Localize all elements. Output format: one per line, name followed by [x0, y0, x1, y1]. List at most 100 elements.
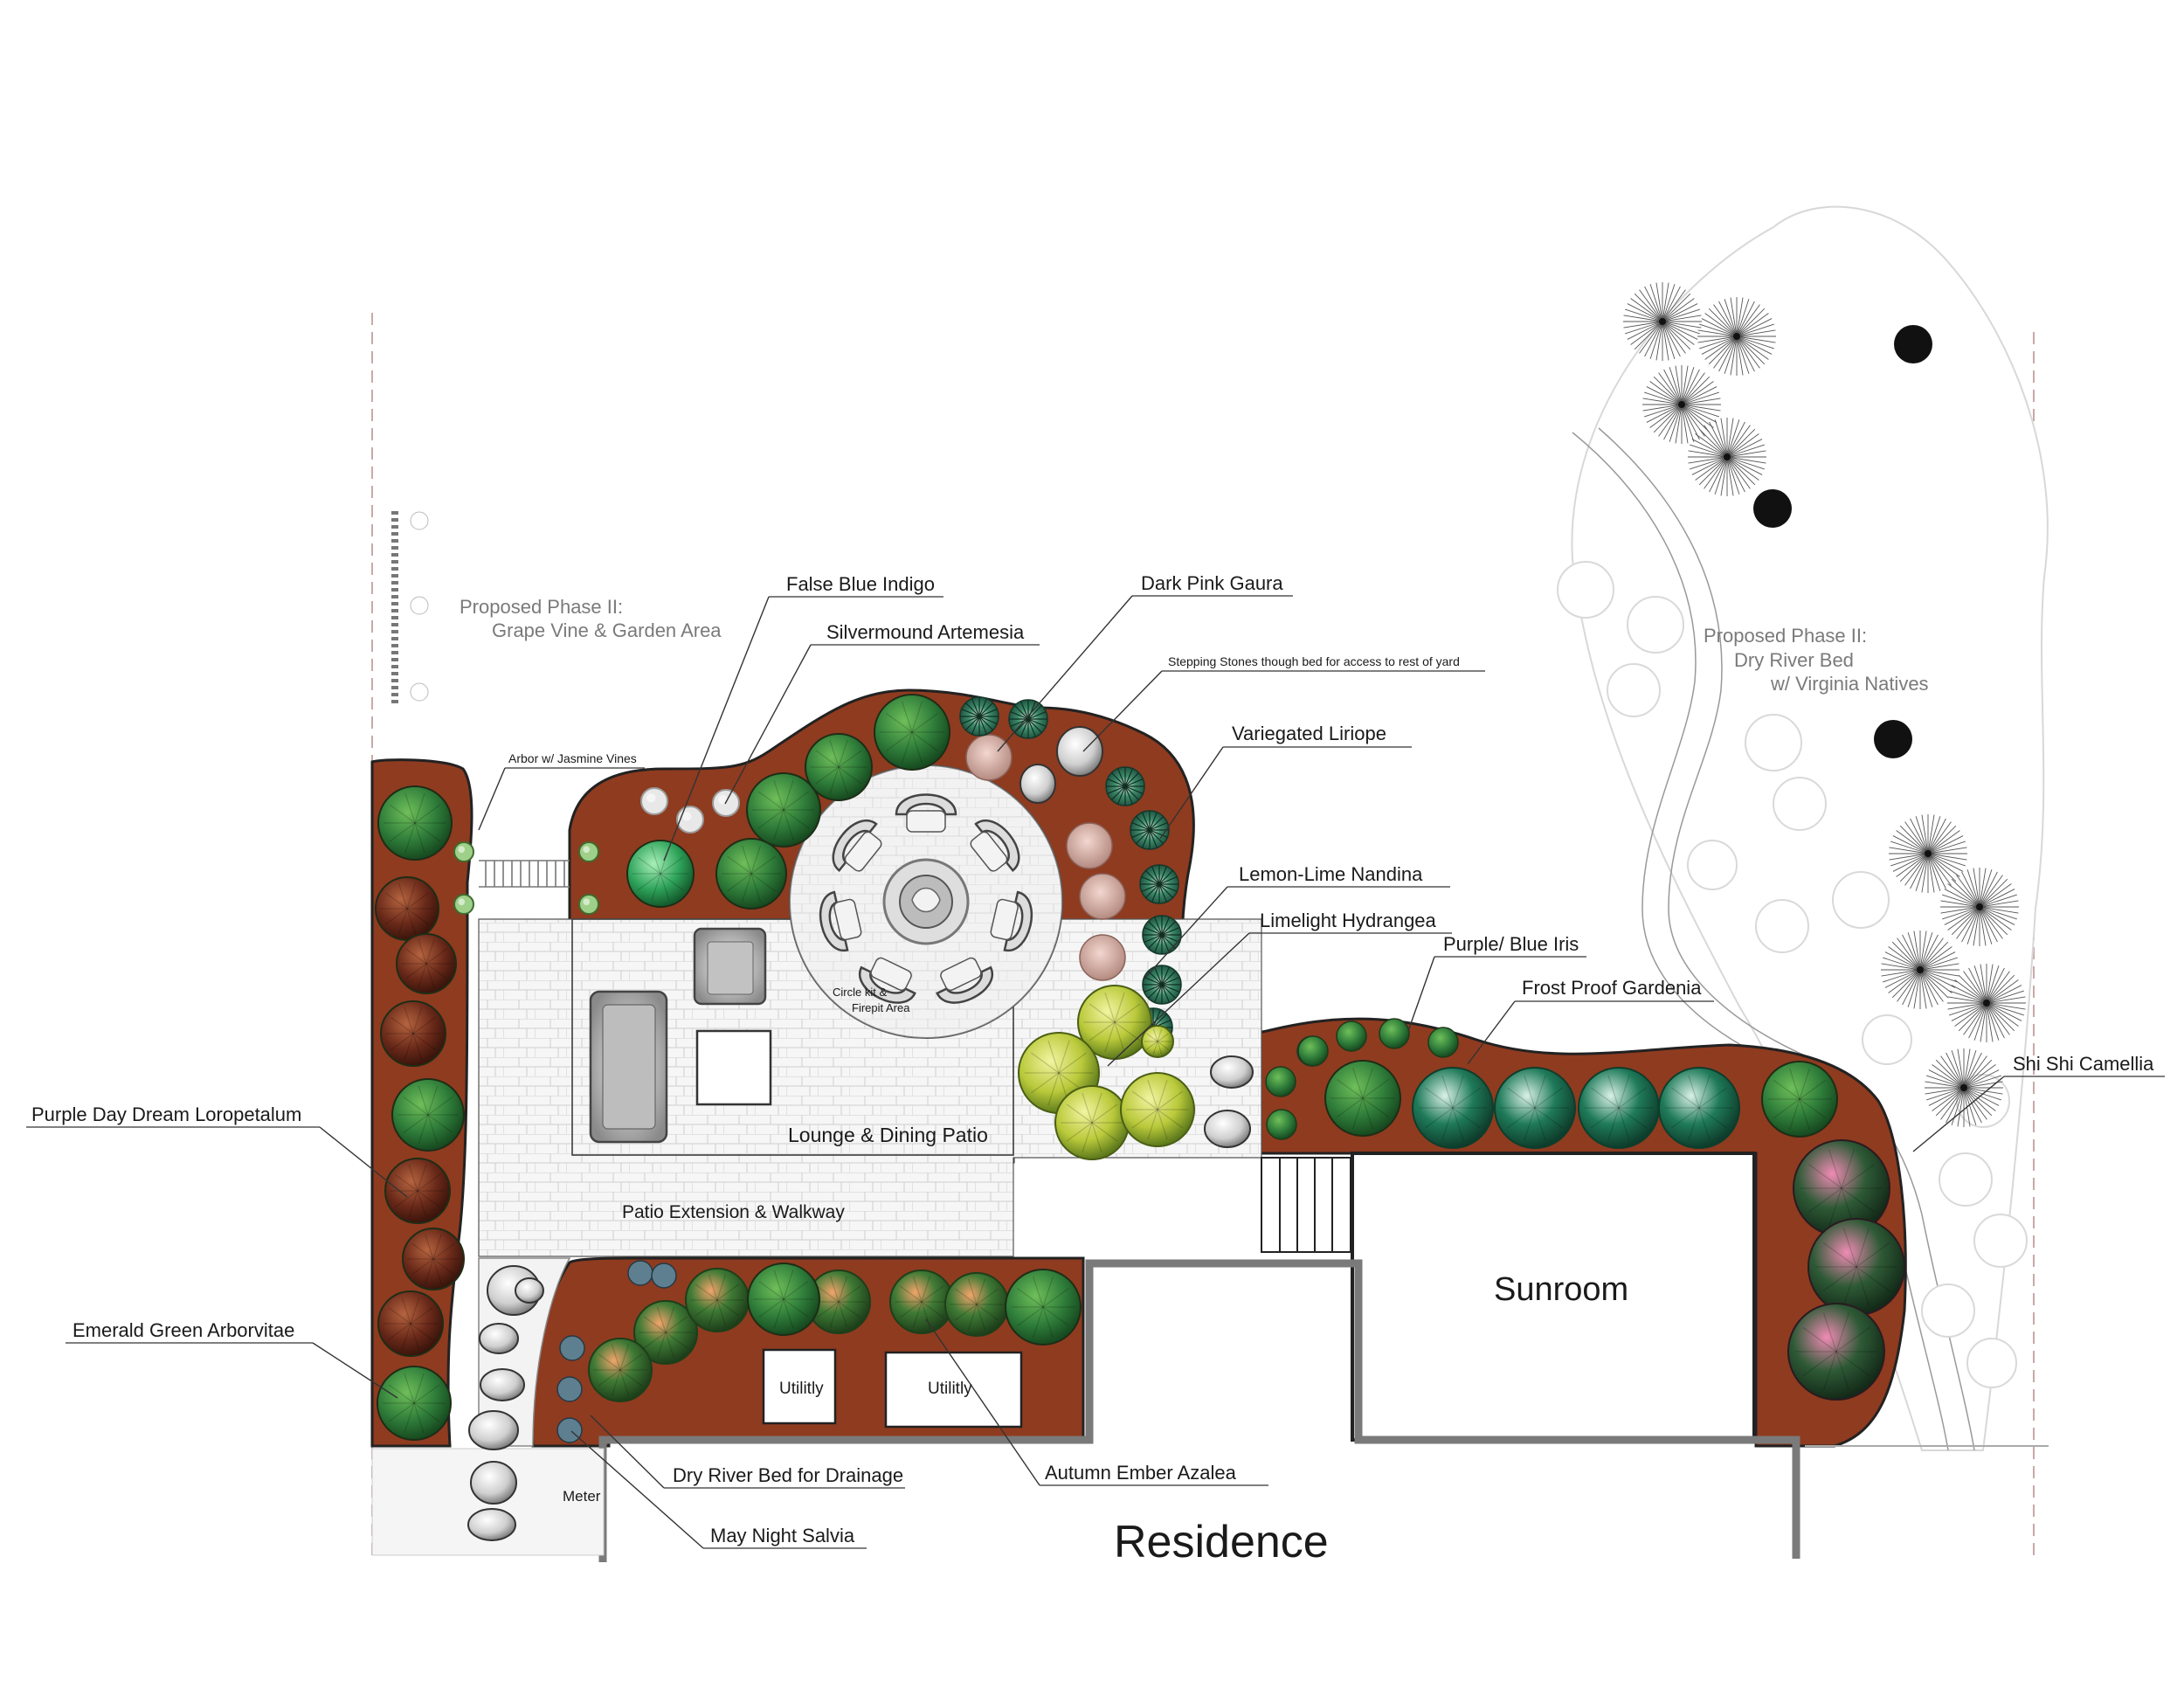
- label-frost-proof-gardenia: Frost Proof Gardenia: [1522, 977, 1702, 999]
- emerald-green-arborvitae: [746, 772, 821, 848]
- boulder-icon: [480, 1368, 525, 1401]
- autumn-ember-azalea: [588, 1338, 653, 1402]
- emerald-green-arborvitae: [747, 1263, 820, 1336]
- utility-label-1: Utilitly: [779, 1380, 824, 1398]
- utility-box-2: [884, 1351, 1023, 1429]
- chair-icon: [970, 819, 1020, 872]
- boulder-layer: [467, 726, 1254, 1541]
- frost-proof-gardenia: [1658, 1067, 1740, 1149]
- silvermound-artemesia: [676, 806, 704, 834]
- label-lemon-lime-nandina: Lemon-Lime Nandina: [1239, 863, 1423, 885]
- purple-day-dream-loropetalum: [375, 876, 439, 941]
- frost-proof-gardenia: [1412, 1067, 1494, 1149]
- autumn-ember-azalea: [889, 1270, 954, 1334]
- emerald-green-arborvitae: [715, 838, 787, 910]
- residence-label: Residence: [1114, 1517, 1329, 1567]
- boulder-icon: [470, 1461, 517, 1505]
- emerald-green-arborvitae: [874, 694, 950, 771]
- boulder-icon: [1019, 764, 1056, 804]
- emerald-green-arborvitae: [377, 1366, 452, 1441]
- circle-chairs: [819, 793, 1033, 1004]
- purple-day-dream-loropetalum: [380, 1000, 446, 1067]
- chair-icon: [693, 927, 767, 1006]
- frost-proof-gardenia: [1494, 1067, 1576, 1149]
- label-dark-pink-gaura: Dark Pink Gaura: [1141, 572, 1283, 594]
- area-labels: Proposed Phase II: Grape Vine & Garden A…: [460, 596, 1929, 1567]
- sunroom: [1351, 1152, 1756, 1442]
- phase2-river-title: Proposed Phase II:: [1704, 625, 1867, 647]
- phase2-river-natives: w/ Virginia Natives: [1770, 673, 1929, 695]
- grape-trellis-icon: [391, 511, 429, 706]
- label-may-night-salvia: May Night Salvia: [710, 1525, 855, 1546]
- ornamental-grass-icon: [1623, 282, 1702, 361]
- jasmine-vine: [578, 841, 599, 862]
- label-variegated-liriope: Variegated Liriope: [1232, 723, 1386, 744]
- planting-layer: [375, 694, 1905, 1443]
- chair-icon: [832, 819, 882, 872]
- frost-proof-gardenia: [1578, 1067, 1660, 1149]
- chair-icon: [936, 957, 994, 1004]
- autumn-ember-azalea: [685, 1268, 750, 1332]
- ornamental-grass-icon: [1889, 814, 1967, 893]
- purple-day-dream-loropetalum: [384, 1158, 451, 1224]
- jasmine-vine: [453, 894, 474, 915]
- utility-label-2: Utilitly: [928, 1380, 972, 1398]
- phase2-garden-subtitle: Grape Vine & Garden Area: [492, 619, 722, 641]
- ornamental-grass-icon: [1925, 1048, 2003, 1127]
- sunroom-label: Sunroom: [1494, 1271, 1628, 1308]
- firepit-area-label: Firepit Area: [852, 1001, 910, 1014]
- may-night-salvia: [627, 1260, 653, 1286]
- limelight-hydrangea: [1054, 1085, 1130, 1160]
- may-night-salvia: [651, 1263, 677, 1289]
- ornamental-grass-cluster: [1623, 282, 2026, 1127]
- lounge-patio-label: Lounge & Dining Patio: [788, 1124, 988, 1146]
- dark-pink-gaura: [965, 734, 1013, 781]
- jasmine-vine: [578, 894, 599, 915]
- may-night-salvia: [559, 1335, 585, 1361]
- chair-icon: [819, 890, 862, 951]
- chair-icon: [895, 793, 957, 833]
- dark-pink-gaura: [1079, 934, 1126, 981]
- label-shi-shi-camellia: Shi Shi Camellia: [2013, 1053, 2154, 1075]
- purple-blue-iris: [1265, 1066, 1296, 1097]
- silvermound-artemesia: [640, 787, 668, 815]
- label-purple-blue-iris: Purple/ Blue Iris: [1443, 933, 1579, 955]
- firepit-icon: [882, 858, 970, 945]
- emerald-green-arborvitae: [805, 733, 873, 801]
- label-silvermound-artemesia: Silvermound Artemesia: [826, 621, 1025, 643]
- variegated-liriope: [959, 696, 999, 737]
- boulder-icon: [468, 1410, 519, 1450]
- callouts: False Blue Indigo Silvermound Artemesia …: [26, 572, 2165, 1549]
- shi-shi-camellia: [1793, 1139, 1890, 1237]
- label-limelight-hydrangea: Limelight Hydrangea: [1260, 910, 1437, 931]
- may-night-salvia: [556, 1417, 583, 1443]
- sunroom-steps: [1261, 1157, 1351, 1253]
- ornamental-grass-icon: [1947, 964, 2026, 1042]
- variegated-liriope: [1142, 915, 1182, 955]
- boulder-icon: [479, 1323, 519, 1354]
- purple-blue-iris: [1427, 1027, 1459, 1058]
- shi-shi-camellia: [1807, 1218, 1905, 1316]
- dark-pink-gaura: [1079, 873, 1126, 920]
- label-autumn-ember-azalea: Autumn Ember Azalea: [1045, 1462, 1237, 1484]
- purple-blue-iris: [1266, 1109, 1297, 1140]
- label-dry-river-bed-drainage: Dry River Bed for Drainage: [673, 1464, 903, 1486]
- emerald-green-arborvitae: [391, 1078, 465, 1152]
- lemon-lime-nandina: [1141, 1025, 1174, 1058]
- emerald-green-arborvitae: [1324, 1060, 1401, 1137]
- shi-shi-camellia: [1787, 1303, 1885, 1401]
- variegated-liriope: [1105, 766, 1145, 806]
- variegated-liriope: [1130, 810, 1170, 850]
- label-stepping-stones: Stepping Stones though bed for access to…: [1168, 654, 1460, 668]
- patio-extension-label: Patio Extension & Walkway: [622, 1202, 845, 1222]
- ornamental-grass-icon: [1697, 297, 1776, 376]
- label-false-blue-indigo: False Blue Indigo: [786, 573, 935, 595]
- jasmine-vine: [453, 841, 474, 862]
- boulder-icon: [467, 1508, 516, 1541]
- may-night-salvia: [556, 1376, 583, 1402]
- dark-tree-icon: [1753, 325, 1932, 758]
- purple-blue-iris: [1336, 1020, 1367, 1052]
- meter-label: Meter: [563, 1488, 601, 1505]
- autumn-ember-azalea: [944, 1272, 1009, 1337]
